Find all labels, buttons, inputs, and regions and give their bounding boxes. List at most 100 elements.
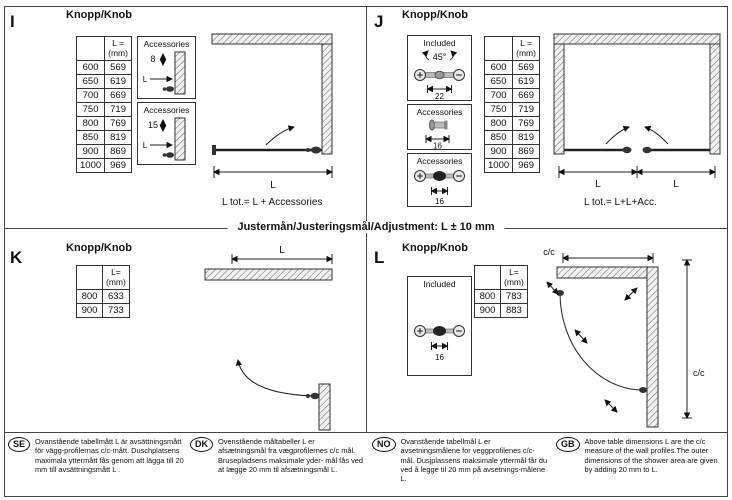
wall-profile-right (318, 383, 331, 431)
table-header-blank (75, 36, 106, 61)
knob-icon (429, 119, 435, 131)
rotate-arrow-icon (449, 50, 458, 61)
section-letter-j: J (374, 12, 384, 31)
dimension-label-l: L (143, 141, 148, 150)
accessories-box-i-top: Accessories 8 L (137, 36, 196, 99)
footnote-text-dk: Ovenstående måltabeller L er afsætningsm… (218, 437, 363, 474)
knob-icon (311, 146, 321, 154)
section-letter-l: L (374, 248, 385, 267)
wall-profile-right (646, 266, 659, 428)
footnote-text-no: Ovanstående tabellmål L er avsetningsmål… (400, 437, 548, 483)
table-header-l: L = (mm) (512, 36, 540, 61)
wall-profile-right (321, 43, 333, 155)
wall-profile-top (553, 33, 721, 45)
knob-detail-drawing: 16 (414, 170, 465, 206)
screw-detail-drawing: 45° 22 (414, 50, 465, 101)
wall-profile (174, 51, 186, 95)
table-header-blank (474, 265, 501, 290)
knob-icon (642, 146, 652, 154)
table-header-blank (76, 265, 103, 290)
dimension-label: L (270, 180, 276, 191)
dimension-label: 15 (148, 120, 158, 130)
knob-icon (306, 148, 310, 152)
wall-profile (174, 117, 186, 161)
swing-arrow (265, 125, 295, 146)
dimension-label: 16 (433, 142, 442, 151)
diagram-k: L (204, 245, 333, 431)
knob-icon (162, 153, 167, 157)
knob-icon (433, 326, 446, 336)
knob-icon (166, 152, 174, 158)
angle-label: 45° (433, 52, 447, 62)
footnote-text-gb: Above table dimensions L are the c/c mea… (584, 437, 718, 474)
diagram-j: L L (553, 33, 721, 190)
dimension-label-cc-top: c/c (543, 247, 555, 257)
table-header-l: L= (mm) (102, 265, 130, 290)
included-box-j: Included 45° 22 (407, 35, 472, 101)
knob-icon (310, 392, 320, 400)
wall-profile-right (709, 43, 721, 155)
curved-door-panel (559, 292, 644, 391)
dimension-label: 16 (435, 197, 444, 206)
table-header-l: L = (mm) (104, 36, 132, 61)
dimension-label: L (673, 179, 679, 190)
knob-icon (622, 146, 632, 154)
accessories-box-i-bottom: Accessories 15 L (137, 102, 196, 165)
footnote-gb: GB Above table dimensions L are the c/c … (556, 437, 726, 474)
accessories-box-j-mid: Accessories 16 (407, 104, 472, 151)
accessories-box-j-bottom: Accessories 16 (407, 153, 472, 207)
adjust-arrow (574, 329, 588, 344)
wall-profile-top (204, 268, 333, 281)
table-header-l: L= (mm) (500, 265, 528, 290)
knob-icon (306, 394, 310, 398)
diagram-i: L (211, 33, 333, 191)
footnote-text-se: Ovanstående tabellmått L är avsättningsm… (35, 437, 184, 474)
adjustment-note: Justermån/Justeringsmål/Adjustment: L ± … (227, 221, 505, 233)
wall-profile-left (553, 43, 565, 155)
dimension-label: 22 (435, 92, 444, 100)
section-letter-k: K (10, 248, 23, 267)
wall-profile-top (211, 33, 333, 45)
dimension-label-l: L (143, 75, 148, 84)
section-title-i: Knopp/Knob (66, 9, 132, 21)
knob-icon (639, 387, 647, 393)
dimension-label: 16 (435, 353, 444, 362)
footnote-se: SE Ovanstående tabellmått L är avsättnin… (8, 437, 186, 474)
diagram-l: c/c c/c (543, 247, 705, 428)
accessories-box-title: Accessories (143, 39, 190, 49)
door-swing-arc (235, 359, 316, 397)
adjust-arrow (604, 399, 618, 413)
included-box-title: Included (423, 279, 456, 289)
formula-j: L tot.= L+L+Acc. (584, 197, 657, 208)
knob-icon (433, 171, 446, 181)
divider-vertical-bottom (366, 229, 367, 432)
formula-i: L tot.= L + Accessories (222, 197, 323, 208)
knob-detail-drawing: 16 (425, 119, 450, 151)
dimension-label-cc-right: c/c (693, 368, 705, 378)
footnote-dk: DK Ovenstående måltabeller L er afsætnin… (190, 437, 364, 474)
divider-vertical-top (366, 6, 367, 228)
accessories-box-title: Accessories (416, 107, 463, 117)
door-hinge (212, 145, 216, 155)
wall-profile-top (556, 266, 659, 279)
knob-icon (434, 70, 445, 80)
section-title-k: Knopp/Knob (66, 242, 132, 254)
dimension-label: L (279, 245, 285, 256)
included-box-title: Included (423, 38, 456, 48)
